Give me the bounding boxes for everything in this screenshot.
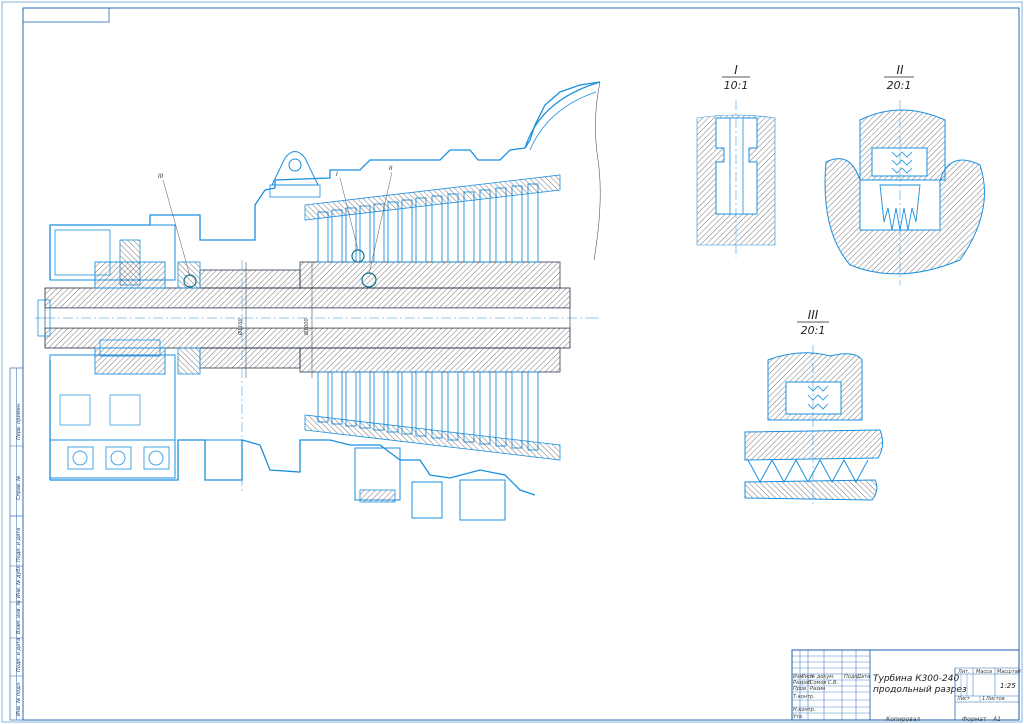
sheet-label: Лист xyxy=(956,696,971,702)
strip-label-1: Справ. № xyxy=(16,476,22,500)
tb-col-1: Лист xyxy=(800,674,815,680)
sheets-value: 1 xyxy=(982,696,985,702)
strip-label-4: Взам. инв. № xyxy=(16,600,22,634)
strip-label-6: Инв. № подл. xyxy=(16,682,22,717)
side-strip: Перв. примен. Справ. № Подп. и дата Инв.… xyxy=(9,367,24,721)
leader-label-III: III xyxy=(158,173,164,180)
tb-row-4: Н.контр. xyxy=(793,707,815,713)
tb-col-4: Дата xyxy=(856,674,870,680)
top-left-box xyxy=(22,7,110,23)
detail-view-II: II 20:1 xyxy=(824,63,985,285)
detail-view-I: I 10:1 xyxy=(696,63,776,258)
strip-label-3: Инв. № дубл. xyxy=(16,564,22,598)
leader-label-I: I xyxy=(336,171,338,178)
leader-label-II: II xyxy=(389,165,393,172)
view-II-roman: II xyxy=(896,63,904,77)
drawing-title-line1: Турбина К300-240 xyxy=(873,674,959,684)
lit-label: Лит. xyxy=(957,669,970,675)
format-value: А1 xyxy=(992,716,1001,723)
tb-row-0: Разраб. xyxy=(793,680,813,686)
dim-label-1: Ø1100 xyxy=(237,318,244,336)
tb-row-1: Пров. xyxy=(793,686,808,692)
title-block: Изм Лист № докум. Подп. Дата Разраб. Про… xyxy=(791,649,1021,721)
view-I-roman: I xyxy=(734,63,738,77)
tb-name-1: Разин xyxy=(810,686,826,692)
view-I-scale: 10:1 xyxy=(724,79,749,92)
view-III-roman: III xyxy=(808,308,819,322)
turbine-section: III I II Ø1100 Ø1000 xyxy=(35,81,601,521)
view-II-scale: 20:1 xyxy=(887,79,912,92)
detail-mark-III xyxy=(183,274,197,288)
view-III-scale: 20:1 xyxy=(801,324,826,337)
detail-view-III: III 20:1 xyxy=(744,308,884,505)
tb-col-2: № докум. xyxy=(809,674,835,680)
scale-value: 1:25 xyxy=(1000,682,1016,690)
scale-label: Масштаб xyxy=(997,669,1021,675)
mass-label: Масса xyxy=(976,669,992,675)
tb-row-5: Утв. xyxy=(793,714,804,720)
drawing-title-line2: продольный разрез xyxy=(873,685,967,695)
dim-label-2: Ø1000 xyxy=(303,318,310,336)
strip-label-5: Подп. и дата xyxy=(16,638,22,672)
tb-row-2: Т.контр. xyxy=(793,694,815,700)
detail-mark-I xyxy=(351,249,365,263)
strip-label-2: Подп. и дата xyxy=(16,528,22,562)
strip-label-0: Перв. примен. xyxy=(16,402,22,440)
inner-frame xyxy=(22,7,1020,721)
sheets-label: Листов xyxy=(985,696,1005,702)
tb-col-0: Изм xyxy=(793,674,803,680)
tb-name-0: Сомов С.В. xyxy=(810,680,838,686)
tb-col-3: Подп. xyxy=(844,674,859,680)
format-label: Формат xyxy=(962,716,987,723)
copied-label: Копировал xyxy=(886,716,920,723)
